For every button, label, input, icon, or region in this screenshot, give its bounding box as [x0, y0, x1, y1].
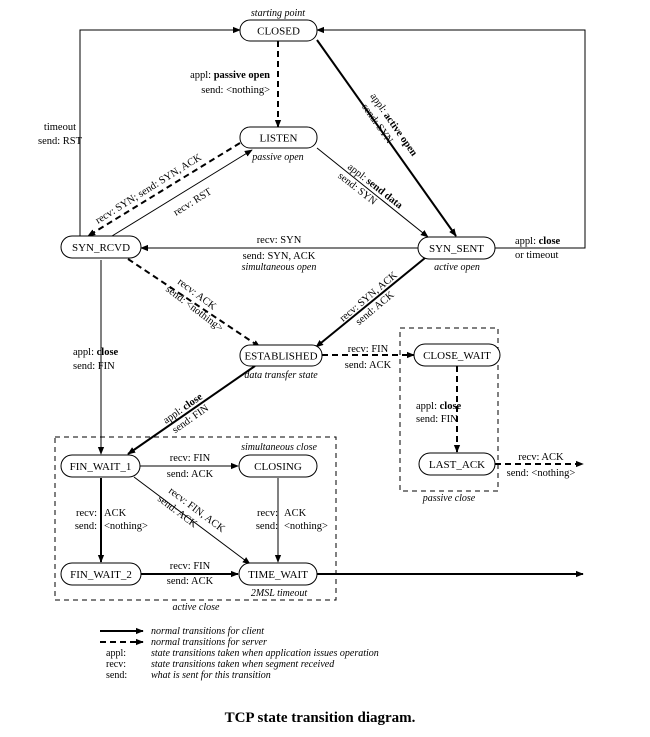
- state-close-wait: CLOSE_WAIT: [413, 343, 501, 367]
- label-lastack-closed-send: send: <nothing>: [507, 468, 576, 479]
- state-syn-sent: SYN_SENT: [417, 236, 496, 260]
- note-data-transfer: data transfer state: [244, 370, 318, 381]
- svg-text:ESTABLISHED: ESTABLISHED: [244, 351, 317, 363]
- label-closed-synsent: appl: active open send: SYN: [359, 91, 419, 158]
- svg-text:CLOSING: CLOSING: [254, 461, 302, 473]
- state-closed: CLOSED: [239, 19, 318, 42]
- svg-text:LAST_ACK: LAST_ACK: [429, 459, 485, 471]
- label-closing-timewait-ack: ACK: [284, 508, 307, 519]
- label-closing-timewait-recv: recv:: [257, 508, 278, 519]
- label-finwait1-timewait: recv: FIN, ACK send: ACK: [155, 486, 227, 536]
- legend-recv-desc: state transitions taken when segment rec…: [151, 659, 335, 670]
- edge-synrcvd-established: [127, 258, 261, 348]
- label-synrcvd-finwait1-appl: appl: close: [73, 347, 119, 358]
- legend-appl-desc: state transitions taken when application…: [151, 648, 379, 659]
- note-active-open: active open: [434, 262, 480, 273]
- figure-caption: TCP state transition diagram.: [225, 710, 416, 726]
- legend-appl-key: appl:: [106, 648, 126, 659]
- edge-synsent-closed: [316, 26, 586, 249]
- label-synsent-established: recv: SYN, ACK send: ACK: [338, 270, 400, 328]
- edge-synsent-established: [315, 257, 426, 348]
- label-synsent-synrcvd-recv: recv: SYN: [257, 235, 302, 246]
- note-simultaneous-open: simultaneous open: [242, 262, 317, 273]
- edge-closed-synsent: [316, 39, 457, 237]
- legend-send-key: send:: [106, 670, 127, 681]
- edge-established-finwait1: [127, 365, 256, 455]
- state-established: ESTABLISHED: [239, 344, 323, 367]
- edge-synrcvd-closed-timeout: [79, 26, 241, 236]
- legend-send-desc: what is sent for this transition: [151, 670, 271, 681]
- note-starting-point: starting point: [251, 8, 305, 19]
- note-active-close: active close: [173, 602, 220, 613]
- label-finwait1-finwait2-send: send:: [75, 521, 97, 532]
- svg-text:LISTEN: LISTEN: [260, 133, 298, 145]
- label-finwait1-closing-send: send: ACK: [167, 469, 214, 480]
- state-listen: LISTEN: [239, 126, 318, 149]
- svg-text:FIN_WAIT_2: FIN_WAIT_2: [70, 569, 132, 581]
- label-synrcvd-established: recv: ACK send: <nothing>: [163, 277, 225, 335]
- edge-listen-synsent: [316, 147, 429, 238]
- svg-text:SYN_RCVD: SYN_RCVD: [72, 242, 130, 254]
- label-established-finwait1: appl: close send: FIN: [161, 391, 211, 436]
- label-synsent-synrcvd-send: send: SYN, ACK: [243, 251, 316, 262]
- label-lastack-closed-recv: recv: ACK: [518, 452, 564, 463]
- svg-text:recv: RST: recv: RST: [172, 186, 215, 218]
- note-passive-close: passive close: [422, 493, 476, 504]
- label-closing-timewait-send: send:: [256, 521, 278, 532]
- svg-text:SYN_SENT: SYN_SENT: [429, 243, 484, 255]
- legend: normal transitions for client normal tra…: [100, 626, 379, 681]
- edge-synrcvd-listen: [111, 149, 253, 237]
- legend-server-desc: normal transitions for server: [151, 637, 267, 648]
- label-synsent-timeout: or timeout: [515, 250, 559, 261]
- label-est-closewait-send: send: ACK: [345, 360, 392, 371]
- edge-finwait1-timewait: [133, 476, 251, 565]
- label-finwait1-finwait2-nothing: <nothing>: [104, 521, 148, 532]
- label-timeout: timeout: [44, 122, 76, 133]
- label-est-closewait-recv: recv: FIN: [348, 344, 389, 355]
- label-synrcvd-finwait1-send: send: FIN: [73, 361, 115, 372]
- label-timeout-send: send: RST: [38, 136, 83, 147]
- svg-text:CLOSED: CLOSED: [257, 26, 300, 38]
- label-closed-listen-send: send: <nothing>: [201, 85, 270, 96]
- label-closing-timewait-nothing: <nothing>: [284, 521, 328, 532]
- state-closing: CLOSING: [238, 454, 318, 478]
- label-finwait1-finwait2-ack: ACK: [104, 508, 127, 519]
- label-closed-listen-appl: appl: passive open: [190, 70, 270, 81]
- note-simultaneous-close: simultaneous close: [241, 442, 317, 453]
- state-time-wait: TIME_WAIT: [238, 562, 318, 586]
- state-syn-rcvd: SYN_RCVD: [60, 235, 142, 259]
- svg-text:CLOSE_WAIT: CLOSE_WAIT: [423, 350, 491, 362]
- note-passive-open: passive open: [251, 152, 303, 163]
- edge-listen-synrcvd: [87, 142, 241, 237]
- label-finwait1-finwait2-recv: recv:: [76, 508, 97, 519]
- label-closewait-lastack-appl: appl: close: [416, 401, 462, 412]
- svg-text:TIME_WAIT: TIME_WAIT: [248, 569, 308, 581]
- svg-text:FIN_WAIT_1: FIN_WAIT_1: [70, 461, 132, 473]
- legend-client-desc: normal transitions for client: [151, 626, 264, 637]
- label-finwait1-closing-recv: recv: FIN: [170, 453, 211, 464]
- label-finwait2-timewait-send: send: ACK: [167, 576, 214, 587]
- legend-recv-key: recv:: [106, 659, 126, 670]
- note-2msl-timeout: 2MSL timeout: [251, 588, 307, 599]
- label-synrcvd-listen: recv: RST: [172, 186, 215, 218]
- state-fin-wait-2: FIN_WAIT_2: [60, 562, 142, 586]
- active-close-box: [54, 436, 337, 601]
- passive-close-box: [399, 327, 499, 492]
- label-closewait-lastack-send: send: FIN: [416, 414, 458, 425]
- label-finwait2-timewait-recv: recv: FIN: [170, 561, 211, 572]
- state-fin-wait-1: FIN_WAIT_1: [60, 454, 141, 478]
- state-last-ack: LAST_ACK: [418, 452, 496, 476]
- label-synsent-close: appl: close: [515, 236, 561, 247]
